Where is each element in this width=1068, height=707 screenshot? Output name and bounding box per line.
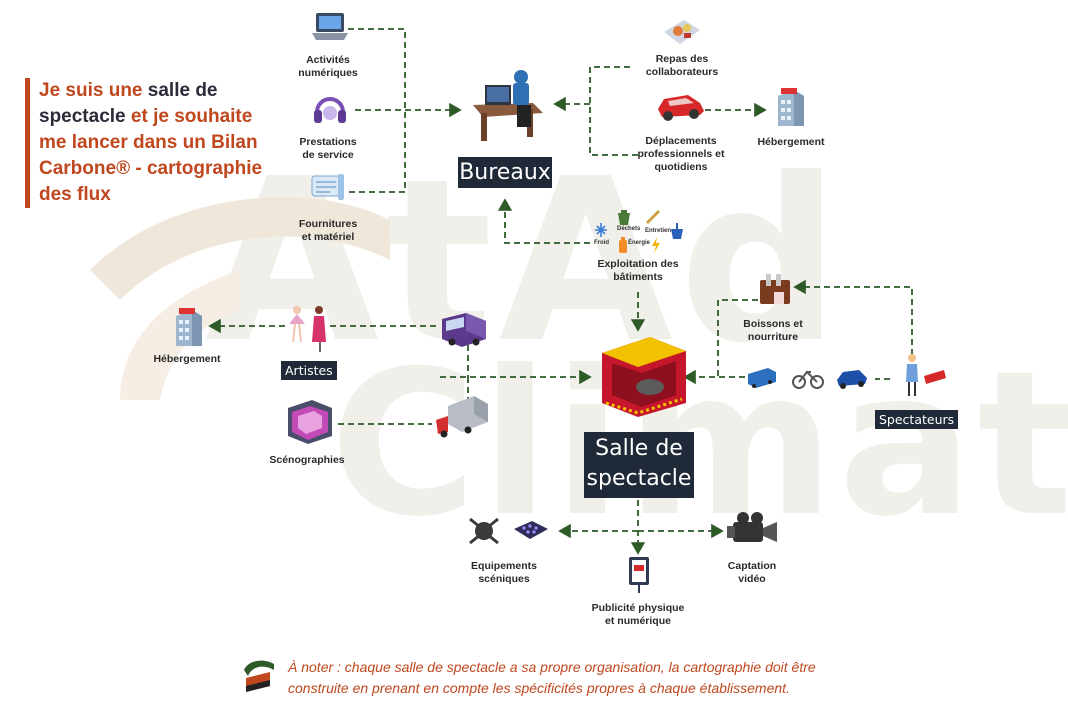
exploitation-item-energie: Énergie — [628, 240, 651, 246]
ad-panel-icon — [629, 557, 649, 593]
atad-logo-icon — [244, 660, 274, 692]
hub-salle-de-spectacle: Salle de spectacle — [584, 432, 694, 498]
maintenance-icon — [646, 210, 660, 224]
meal-tray-icon — [664, 20, 700, 44]
spectator-ticket-icon — [906, 354, 946, 396]
cold-icon — [595, 223, 607, 237]
label-scenographies: Scénographies — [269, 454, 345, 466]
bottles-food-icon — [760, 274, 790, 304]
stage-equipment-icon — [469, 517, 548, 545]
label-hebergement-right: Hébergement — [757, 136, 825, 148]
hub-spectateurs: Spectateurs — [875, 410, 959, 429]
hub-salle-line1: Salle de — [595, 436, 683, 461]
cleaning-bucket-icon — [671, 223, 683, 239]
bus-small-icon — [748, 368, 776, 388]
exploitation-item-entretien: Entretien — [645, 228, 672, 234]
car-icon — [658, 95, 704, 121]
energy-icon — [652, 237, 660, 253]
energy-bottle-icon — [619, 237, 627, 253]
waste-icon — [618, 210, 630, 225]
office-desk-icon — [473, 70, 543, 141]
stage-set-icon — [288, 400, 332, 444]
footnote-line2: construite en prenant en compte les spéc… — [288, 680, 790, 696]
bicycle-icon — [792, 370, 824, 389]
laptop-icon — [312, 13, 348, 40]
theater-stage-icon — [602, 337, 686, 417]
exploitation-item-froid: Froid — [594, 240, 609, 246]
car-small-icon — [837, 370, 867, 389]
exploitation-item-dechets: Déchets — [617, 226, 641, 232]
video-camera-icon — [727, 512, 777, 542]
hotel-icon — [778, 88, 804, 126]
footnote-line1: À noter : chaque salle de spectacle a sa… — [288, 659, 816, 675]
hub-artistes: Artistes — [281, 361, 337, 380]
page-title: Je suis une salle de spectacle et je sou… — [25, 78, 279, 208]
truck-icon — [436, 396, 488, 438]
footnote: À noter : chaque salle de spectacle a sa… — [288, 657, 816, 699]
hub-salle-line2: spectacle — [586, 466, 692, 491]
dancer-singer-icon — [289, 306, 326, 352]
office-supplies-icon — [311, 174, 344, 200]
bus-icon — [442, 313, 486, 347]
hotel-icon — [176, 308, 202, 346]
hub-bureaux: Bureaux — [458, 157, 552, 188]
label-hebergement-left: Hébergement — [153, 353, 221, 365]
headset-icon — [314, 97, 346, 123]
